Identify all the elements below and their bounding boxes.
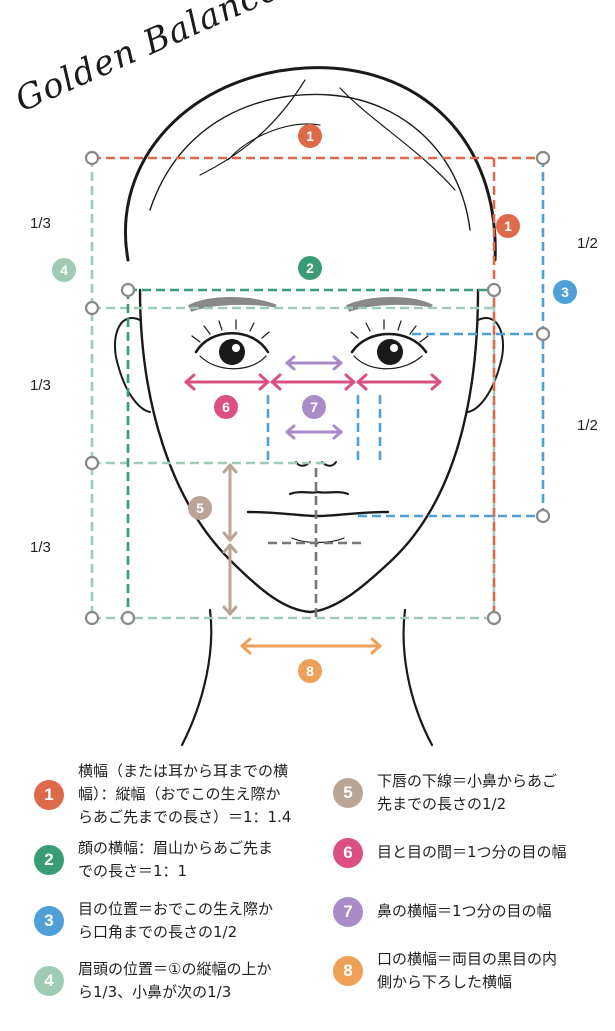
svg-text:8: 8: [306, 663, 314, 679]
arrow-8-mouth-width: [240, 637, 382, 655]
legend-badge-2: 2: [34, 845, 64, 875]
legend-text-3: 目の位置＝おでこの生え際か ら口角までの長さの1/2: [78, 900, 274, 941]
guide-3-lines: [266, 158, 545, 518]
legend-badge-4: 4: [34, 966, 64, 996]
legend-item-7: 7 鼻の横幅＝1つ分の目の幅: [333, 897, 603, 927]
svg-text:4: 4: [60, 262, 68, 278]
legend-item-5: 5 下唇の下線＝小鼻からあご 先までの長さの1/2: [333, 770, 603, 816]
right-eyebrow: [345, 297, 433, 312]
legend-item-1: 1 横幅（または耳から耳までの横 幅）：縦幅（おでこの生え際か らあご先までの長…: [34, 760, 334, 829]
arrow-5-lower-face: [222, 463, 238, 616]
badge-5: 5: [188, 496, 212, 520]
legend-item-8: 8 口の横幅＝両目の黒目の内 側から下ろした横幅: [333, 948, 603, 994]
legend-item-2: 2 顔の横幅：眉山からあご先ま での長さ＝1：1: [34, 837, 334, 883]
legend-text-7: 鼻の横幅＝1つ分の目の幅: [377, 902, 552, 920]
legend-badge-7: 7: [333, 897, 363, 927]
legend-badge-5: 5: [333, 778, 363, 808]
arrow-7-nose-width: [285, 355, 343, 440]
guide-anchor-points: [84, 150, 551, 626]
ratio-right-top: 1/2: [577, 235, 598, 252]
legend-badge-3: 3: [34, 906, 64, 936]
badge-1-top: 1: [298, 124, 322, 148]
legend-text-8: 口の横幅＝両目の黒目の内 側から下ろした横幅: [377, 950, 558, 991]
legend-item-3: 3 目の位置＝おでこの生え際か ら口角までの長さの1/2: [34, 898, 334, 944]
arrow-6-eye-widths: [184, 373, 442, 391]
badge-6: 6: [214, 395, 238, 419]
badge-8: 8: [298, 659, 322, 683]
legend-text-4: 眉頭の位置＝①の縦幅の上か ら1/3、小鼻が次の1/3: [78, 960, 272, 1001]
svg-text:1: 1: [504, 218, 512, 234]
badge-2: 2: [298, 256, 322, 280]
guide-2-lines: [126, 288, 494, 618]
svg-text:6: 6: [222, 399, 230, 415]
legend-text-2: 顔の横幅：眉山からあご先ま での長さ＝1：1: [78, 839, 274, 880]
ratio-left-mid: 1/3: [30, 377, 51, 394]
legend-text-6: 目と目の間＝1つ分の目の幅: [377, 843, 567, 861]
left-eyebrow: [187, 297, 277, 312]
ratio-left-bottom: 1/3: [30, 539, 51, 556]
legend-text-1: 横幅（または耳から耳までの横 幅）：縦幅（おでこの生え際か らあご先までの長さ）…: [78, 762, 292, 826]
badge-3: 3: [553, 280, 577, 304]
ratio-right-bottom: 1/2: [577, 417, 598, 434]
legend-text-5: 下唇の下線＝小鼻からあご 先までの長さの1/2: [377, 772, 558, 813]
guide-4-lines: [90, 158, 496, 620]
svg-text:5: 5: [196, 500, 204, 516]
svg-text:3: 3: [561, 284, 569, 300]
badge-7: 7: [302, 395, 326, 419]
svg-text:2: 2: [306, 260, 314, 276]
diagram-title: Golden Balance Map: [9, 0, 369, 120]
legend-badge-1: 1: [34, 780, 64, 810]
legend-item-6: 6 目と目の間＝1つ分の目の幅: [333, 838, 603, 868]
guide-1-lines: [92, 156, 543, 618]
face-illustration: [114, 66, 504, 747]
badge-1-side: 1: [496, 214, 520, 238]
svg-text:1: 1: [306, 128, 314, 144]
legend-item-4: 4 眉頭の位置＝①の縦幅の上か ら1/3、小鼻が次の1/3: [34, 958, 334, 1004]
ratio-left-top: 1/3: [30, 215, 51, 232]
center-guide-lines: [268, 468, 364, 618]
svg-text:7: 7: [310, 399, 318, 415]
badge-4: 4: [52, 258, 76, 282]
legend-badge-6: 6: [333, 838, 363, 868]
legend-badge-8: 8: [333, 956, 363, 986]
